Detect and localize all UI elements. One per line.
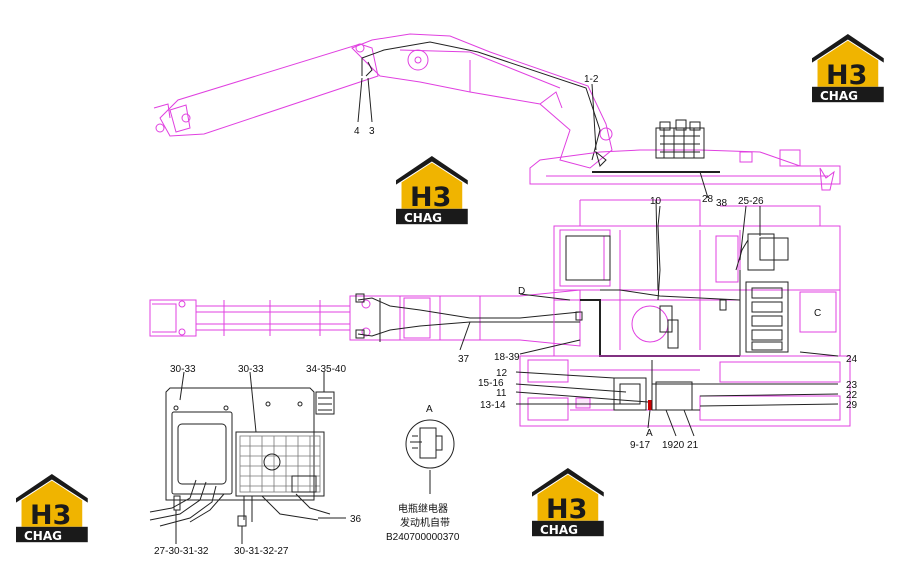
- side-view-boom-arm: [153, 33, 841, 191]
- callout-23: 23: [846, 380, 858, 391]
- engine: [745, 281, 789, 353]
- logo-mark: H3: [410, 182, 451, 213]
- callout-9-17: 9-17: [630, 440, 650, 451]
- logo-brand: CHAG: [540, 523, 578, 537]
- detail-a-battery-relay: [405, 419, 455, 494]
- callout-labels: 4 3 1-2 28 10 38 25-26 D C 37 18-39 12 1…: [154, 74, 858, 557]
- callout-30-33-left: 30-33: [170, 364, 196, 375]
- callout-15-16: 15-16: [478, 378, 504, 389]
- callout-3: 3: [369, 126, 375, 137]
- logo-mark: H3: [30, 500, 71, 531]
- detail-note: 电瓶继电器 发动机自带 B240700000370: [386, 502, 460, 543]
- callout-1-2: 1-2: [584, 74, 599, 85]
- callout-27-30-31-32: 27-30-31-32: [154, 546, 209, 557]
- callout-29: 29: [846, 400, 858, 411]
- logo-mark: H3: [546, 494, 587, 525]
- callout-a: A: [646, 428, 653, 439]
- logo-brand: CHAG: [24, 529, 62, 543]
- top-view-plan: [149, 199, 851, 427]
- callout-22: 22: [846, 390, 858, 401]
- callout-4: 4: [354, 126, 360, 137]
- callout-36: 36: [350, 514, 362, 525]
- callout-18-39: 18-39: [494, 352, 520, 363]
- callout-37: 37: [458, 354, 470, 365]
- callout-d: D: [518, 286, 525, 297]
- battery-box: [613, 360, 720, 411]
- logo-middle-left: H3 CHAG: [396, 156, 468, 225]
- controller-detail: [149, 387, 335, 527]
- note-line-2: 发动机自带: [400, 516, 450, 529]
- note-line-1: 电瓶继电器: [398, 502, 448, 515]
- callout-34-35-40: 34-35-40: [306, 364, 346, 375]
- callout-c: C: [814, 308, 821, 319]
- callout-13-14: 13-14: [480, 400, 506, 411]
- callout-24: 24: [846, 354, 858, 365]
- leader-lines: [175, 77, 839, 544]
- callout-19-20-21: 1920 21: [662, 440, 699, 451]
- callout-10: 10: [650, 196, 662, 207]
- callout-28: 28: [702, 194, 714, 205]
- logo-bottom-left: H3 CHAG: [16, 474, 88, 543]
- note-line-3: B240700000370: [386, 532, 460, 543]
- logo-brand: CHAG: [820, 89, 858, 103]
- callout-12: 12: [496, 368, 508, 379]
- logo-brand: CHAG: [404, 211, 442, 225]
- callout-11: 11: [496, 388, 507, 399]
- logo-bottom-center: H3 CHAG: [532, 468, 604, 537]
- logo-mark: H3: [826, 60, 867, 91]
- callout-25-26: 25-26: [738, 196, 764, 207]
- logo-top-right: H3 CHAG: [812, 34, 884, 103]
- detail-a-title: A: [426, 404, 433, 415]
- valve-block: [655, 119, 705, 159]
- callout-30-33-mid: 30-33: [238, 364, 264, 375]
- callout-30-31-32-27: 30-31-32-27: [234, 546, 289, 557]
- callout-38: 38: [716, 198, 728, 209]
